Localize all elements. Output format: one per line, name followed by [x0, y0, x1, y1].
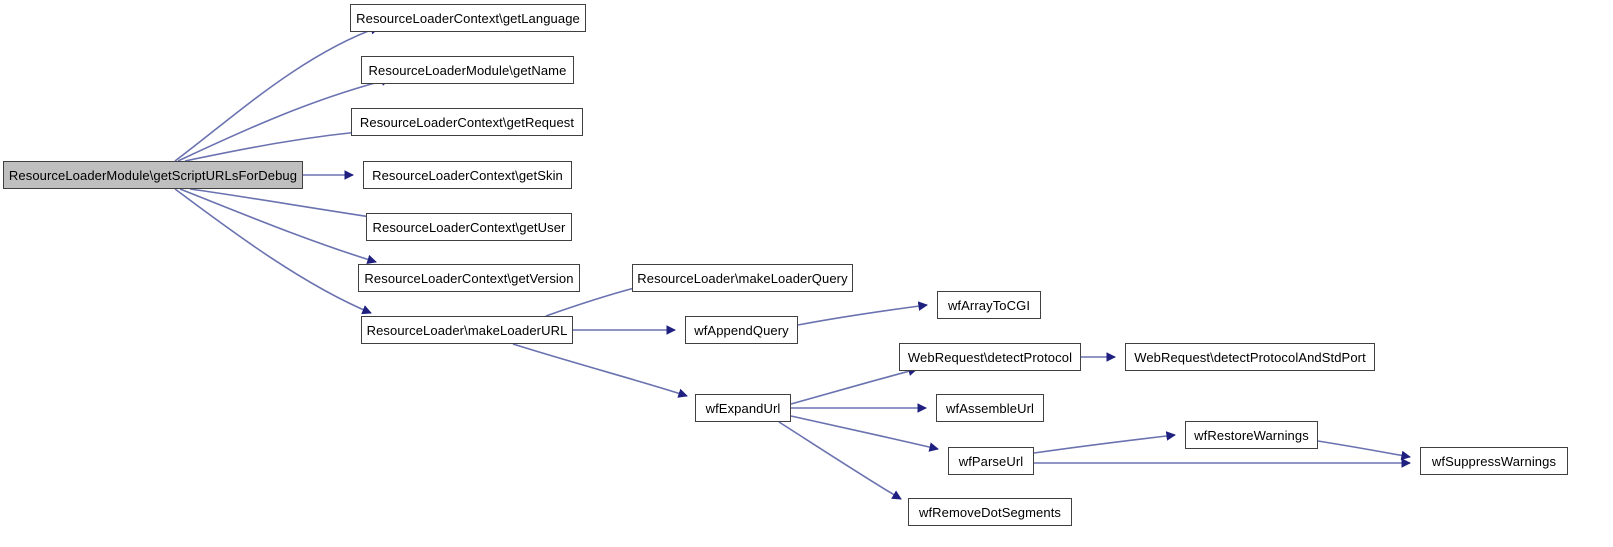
edge-wfRestoreWarnings-to-wfSuppressWarnings	[1317, 440, 1411, 461]
edge-makeLoaderURL-to-wfExpandUrl	[512, 343, 688, 398]
node-wfArrayToCGI[interactable]: wfArrayToCGI	[937, 291, 1041, 319]
node-label: ResourceLoaderModule\getScriptURLsForDeb…	[8, 167, 298, 183]
node-label: WebRequest\detectProtocol	[907, 349, 1073, 365]
node-label: ResourceLoaderModule\getName	[368, 62, 567, 78]
node-wfParseUrl[interactable]: wfParseUrl	[948, 447, 1034, 475]
node-wfRemoveDotSegments[interactable]: wfRemoveDotSegments	[908, 498, 1072, 526]
node-label: ResourceLoader\makeLoaderURL	[366, 322, 568, 338]
node-detectProtocol[interactable]: WebRequest\detectProtocol	[899, 343, 1081, 371]
node-root[interactable]: ResourceLoaderModule\getScriptURLsForDeb…	[3, 161, 303, 189]
node-label: ResourceLoaderContext\getSkin	[372, 167, 563, 183]
edge-wfParseUrl-to-wfRestoreWarnings	[1033, 431, 1176, 454]
node-wfAssembleUrl[interactable]: wfAssembleUrl	[936, 394, 1044, 422]
node-detectProtocolAndStdPort[interactable]: WebRequest\detectProtocolAndStdPort	[1125, 343, 1375, 371]
node-wfRestoreWarnings[interactable]: wfRestoreWarnings	[1185, 421, 1318, 449]
node-label: ResourceLoader\makeLoaderQuery	[637, 270, 848, 286]
node-label: wfParseUrl	[958, 453, 1024, 469]
edge-wfExpandUrl-to-wfRemoveDotSegments	[778, 421, 902, 500]
node-label: ResourceLoaderContext\getLanguage	[356, 10, 580, 26]
node-label: wfAssembleUrl	[946, 400, 1034, 416]
node-getLanguage[interactable]: ResourceLoaderContext\getLanguage	[350, 4, 586, 32]
node-makeLoaderQuery[interactable]: ResourceLoader\makeLoaderQuery	[632, 264, 853, 292]
node-label: wfSuppressWarnings	[1431, 453, 1557, 469]
node-makeLoaderURL[interactable]: ResourceLoader\makeLoaderURL	[361, 316, 573, 344]
edge-wfExpandUrl-to-wfParseUrl	[790, 415, 939, 452]
node-wfSuppressWarnings[interactable]: wfSuppressWarnings	[1420, 447, 1568, 475]
node-wfAppendQuery[interactable]: wfAppendQuery	[685, 316, 798, 344]
node-getSkin[interactable]: ResourceLoaderContext\getSkin	[363, 161, 572, 189]
node-label: wfRemoveDotSegments	[918, 504, 1062, 520]
node-label: wfRestoreWarnings	[1194, 427, 1309, 443]
node-label: ResourceLoaderContext\getUser	[372, 219, 566, 235]
node-label: wfExpandUrl	[705, 400, 781, 416]
node-wfExpandUrl[interactable]: wfExpandUrl	[695, 394, 791, 422]
edge-root-to-getUser	[189, 188, 385, 223]
edge-wfExpandUrl-to-detectProtocol	[790, 366, 918, 405]
edge-wfAppendQuery-to-wfArrayToCGI	[797, 301, 928, 326]
node-label: wfAppendQuery	[694, 322, 789, 338]
node-getVersion[interactable]: ResourceLoaderContext\getVersion	[358, 264, 580, 292]
edge-root-to-makeLoaderURL	[174, 188, 372, 315]
node-getName[interactable]: ResourceLoaderModule\getName	[361, 56, 574, 84]
node-label: WebRequest\detectProtocolAndStdPort	[1134, 349, 1366, 365]
edge-root-to-getName	[177, 76, 391, 162]
edge-root-to-getVersion	[179, 188, 377, 265]
node-getUser[interactable]: ResourceLoaderContext\getUser	[366, 213, 572, 241]
node-label: ResourceLoaderContext\getRequest	[359, 114, 575, 130]
node-label: ResourceLoaderContext\getVersion	[364, 270, 574, 286]
node-label: wfArrayToCGI	[947, 297, 1031, 313]
node-getRequest[interactable]: ResourceLoaderContext\getRequest	[351, 108, 583, 136]
edge-root-to-getLanguage	[174, 25, 380, 162]
